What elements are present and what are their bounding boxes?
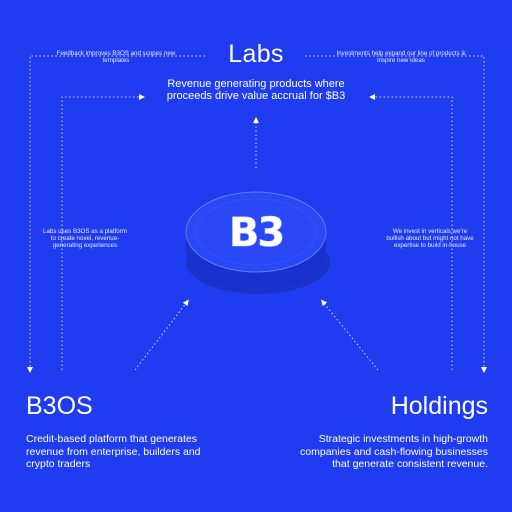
connector-b3os-labs-inner [61, 94, 145, 370]
connector-labs-holdings-outer [305, 55, 487, 373]
labs-title: Labs [228, 40, 284, 68]
note-invest-verticals: We invest in verticals we're bullish abo… [386, 228, 474, 249]
connector-holdings-coin [321, 299, 379, 371]
b3-coin: B3 [185, 191, 330, 294]
connector-b3os-coin [134, 299, 189, 371]
holdings-title: Holdings [390, 392, 488, 420]
note-labs-uses-b3os: Labs uses B3OS as a platform to create n… [43, 228, 127, 249]
note-investments: Investments help expand our line of prod… [336, 50, 466, 64]
connector-holdings-labs-inner [369, 94, 453, 370]
connector-labs-b3os-outer [27, 55, 205, 373]
coin-label: B3 [229, 210, 283, 256]
coin-face-inner [195, 198, 317, 266]
b3os-title: B3OS [26, 392, 93, 420]
note-feedback: Feedback improves B3OS and scopes new te… [56, 50, 176, 64]
coin-face [185, 191, 327, 273]
labs-subtitle: Revenue generating products where procee… [166, 78, 346, 102]
b3os-description: Credit-based platform that generates rev… [26, 433, 201, 470]
holdings-description: Strategic investments in high-growth com… [300, 433, 488, 470]
